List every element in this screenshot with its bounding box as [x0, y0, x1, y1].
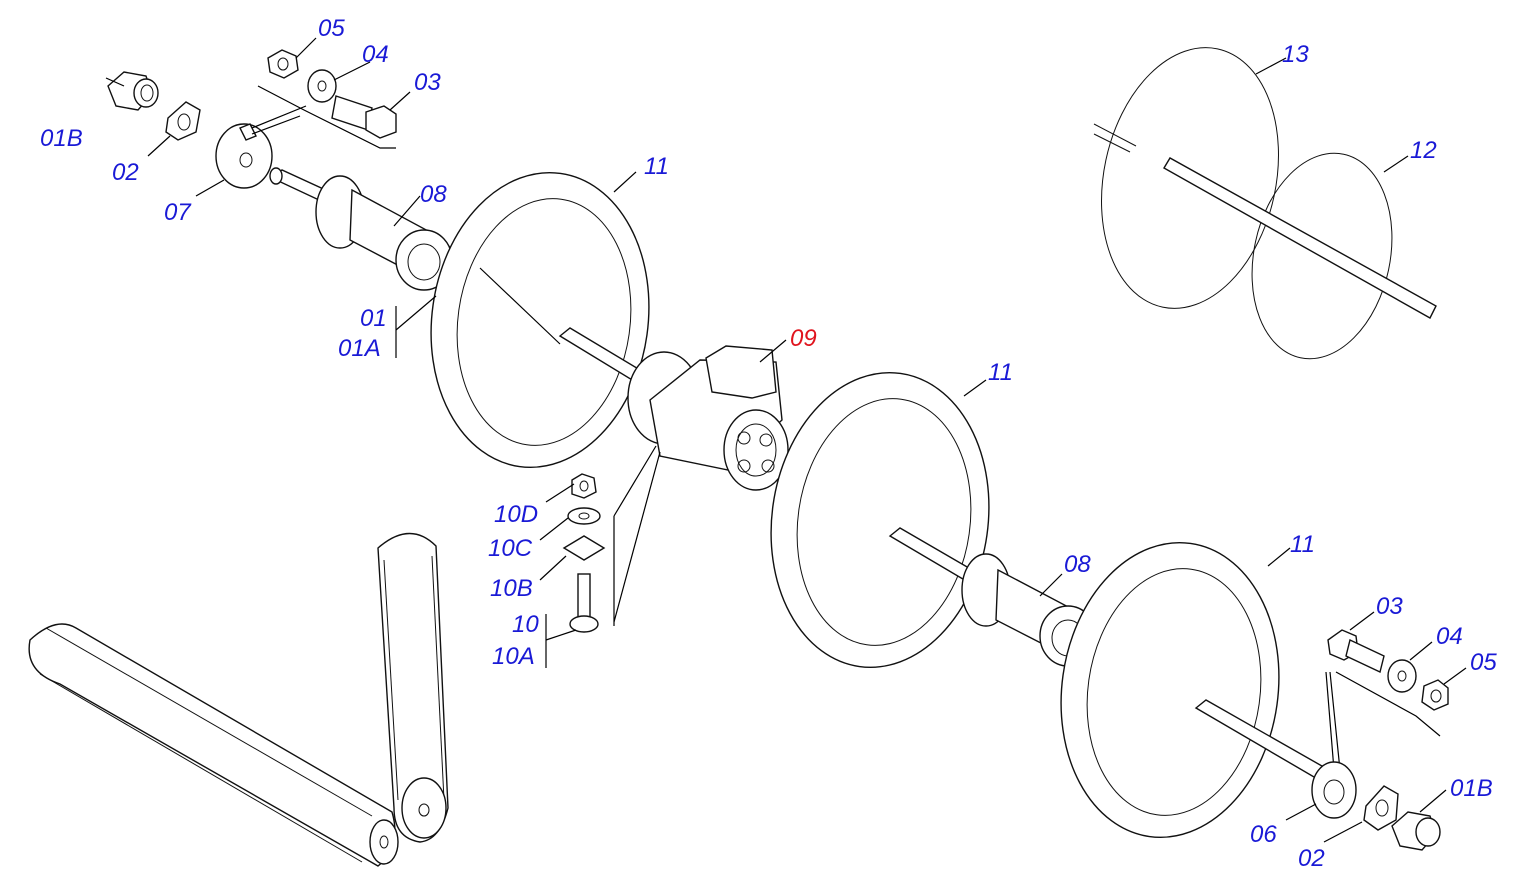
label-11-top: 11: [644, 153, 669, 180]
label-10: 10: [512, 611, 539, 638]
label-04-bottom: 04: [1436, 623, 1463, 650]
hub-assembly-09: [558, 327, 792, 491]
label-06: 06: [1250, 821, 1277, 848]
leader-lines: [105, 37, 1467, 843]
label-05-top: 05: [318, 15, 345, 42]
label-07: 07: [164, 199, 192, 226]
schematic-shaft: [1093, 123, 1437, 319]
hex-nut-01B-top: [107, 71, 159, 111]
hex-nut-01B-bottom: [1391, 811, 1441, 851]
label-10B: 10B: [490, 575, 533, 602]
label-05-bottom: 05: [1470, 649, 1497, 676]
label-04-top: 04: [362, 41, 389, 68]
washer-plate-02-top: [165, 101, 201, 141]
label-08-top: 08: [420, 181, 447, 208]
notched-disc-11-middle: [770, 371, 990, 669]
washer-plate-02-bottom: [1363, 785, 1399, 831]
label-12: 12: [1410, 137, 1437, 164]
part-labels: 05 04 03 01B 02 07 08 01 01A 11 09 13 12…: [40, 15, 1497, 872]
locking-plate-06: [1311, 761, 1357, 819]
roller-vertical: [377, 532, 449, 843]
label-01A: 01A: [338, 335, 381, 362]
schematic-disc-13: [1101, 47, 1279, 309]
label-01B-bottom: 01B: [1450, 775, 1493, 802]
label-10A: 10A: [492, 643, 535, 670]
schematic-disc-12: [1251, 152, 1393, 360]
label-01B-top: 01B: [40, 125, 83, 152]
label-11-middle: 11: [988, 359, 1013, 386]
bearing-housing-08-top: [315, 175, 453, 291]
label-10D: 10D: [494, 501, 538, 528]
bolt-washer-nut-03-04-05-bottom: [1327, 629, 1449, 711]
label-13: 13: [1282, 41, 1309, 68]
eccentric-plate-07: [215, 123, 273, 189]
label-03-top: 03: [414, 69, 441, 96]
label-03-bottom: 03: [1376, 593, 1403, 620]
bolt-nut-washer-05-04-03-top: [267, 49, 397, 139]
roller-horizontal: [28, 623, 399, 867]
notched-disc-11-bottom: [1060, 541, 1280, 839]
label-01: 01: [360, 305, 387, 332]
label-10C: 10C: [488, 535, 533, 562]
label-08-middle: 08: [1064, 551, 1091, 578]
label-11-bottom: 11: [1290, 531, 1315, 558]
label-02-bottom: 02: [1298, 845, 1325, 872]
bolt-stack-10: [562, 473, 606, 633]
label-09: 09: [790, 325, 817, 352]
label-02-top: 02: [112, 159, 139, 186]
notched-disc-11-top: [430, 171, 650, 469]
